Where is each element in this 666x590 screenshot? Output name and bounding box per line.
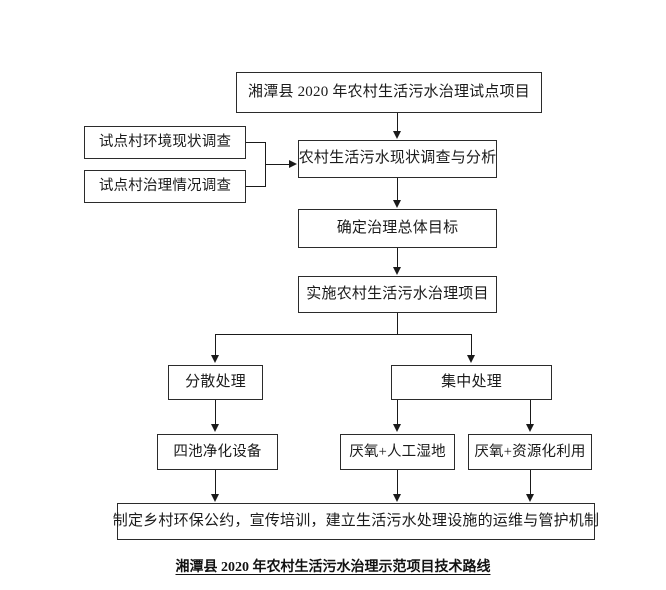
connector-resource-to-outcome xyxy=(530,470,531,495)
arrowhead-decentralized-to-fourpond xyxy=(210,424,219,432)
connector-centralized-to-resource xyxy=(530,400,531,424)
arrowhead-wetland-to-outcome xyxy=(392,494,401,502)
connector-title-to-analysis xyxy=(397,113,398,132)
arrowhead-analysis-to-goal xyxy=(392,200,401,208)
node-village-treatment-survey: 试点村治理情况调查 xyxy=(84,170,246,203)
arrowhead-centralized-to-wetland xyxy=(392,424,401,432)
connector-analysis-to-goal xyxy=(397,178,398,201)
arrowhead-branch-left xyxy=(210,355,219,363)
node-pilot-project: 湘潭县 2020 年农村生活污水治理试点项目 xyxy=(236,72,542,113)
node-anaerobic-constructed-wetland: 厌氧+人工湿地 xyxy=(340,434,455,470)
node-wastewater-survey-analysis: 农村生活污水现状调查与分析 xyxy=(298,140,497,178)
connector-centralized-to-wetland xyxy=(397,400,398,424)
arrowhead-title-to-analysis xyxy=(392,131,401,139)
connector-decentralized-to-fourpond xyxy=(215,400,216,424)
arrowhead-centralized-to-resource xyxy=(525,424,534,432)
node-implement-project: 实施农村生活污水治理项目 xyxy=(298,276,497,313)
node-anaerobic-resource-utilization: 厌氧+资源化利用 xyxy=(468,434,592,470)
node-overall-goal: 确定治理总体目标 xyxy=(298,209,497,248)
connector-survey-to-analysis xyxy=(265,164,290,165)
connector-implement-to-branch xyxy=(397,313,398,334)
connector-branch-left xyxy=(215,334,216,355)
connector-fourpond-to-outcome xyxy=(215,470,216,495)
node-centralized-treatment: 集中处理 xyxy=(391,365,552,400)
branch-bar-treatment xyxy=(215,334,472,335)
figure-caption: 湘潭县 2020 年农村生活污水治理示范项目技术路线 xyxy=(175,560,491,575)
connector-branch-right xyxy=(471,334,472,355)
arrowhead-resource-to-outcome xyxy=(525,494,534,502)
arrowhead-survey-to-analysis xyxy=(289,159,297,168)
node-four-pond-purification: 四池净化设备 xyxy=(157,434,278,470)
connector-survey2-stub xyxy=(246,186,266,187)
connector-goal-to-implement xyxy=(397,248,398,268)
arrowhead-goal-to-implement xyxy=(392,267,401,275)
node-village-eco-pact-and-ops: 制定乡村环保公约，宣传培训，建立生活污水处理设施的运维与管护机制 xyxy=(113,503,599,540)
node-decentralized-treatment: 分散处理 xyxy=(168,365,263,400)
arrowhead-branch-right xyxy=(466,355,475,363)
connector-wetland-to-outcome xyxy=(397,470,398,495)
connector-survey1-stub xyxy=(246,142,266,143)
node-village-environment-survey: 试点村环境现状调查 xyxy=(84,126,246,159)
arrowhead-fourpond-to-outcome xyxy=(210,494,219,502)
